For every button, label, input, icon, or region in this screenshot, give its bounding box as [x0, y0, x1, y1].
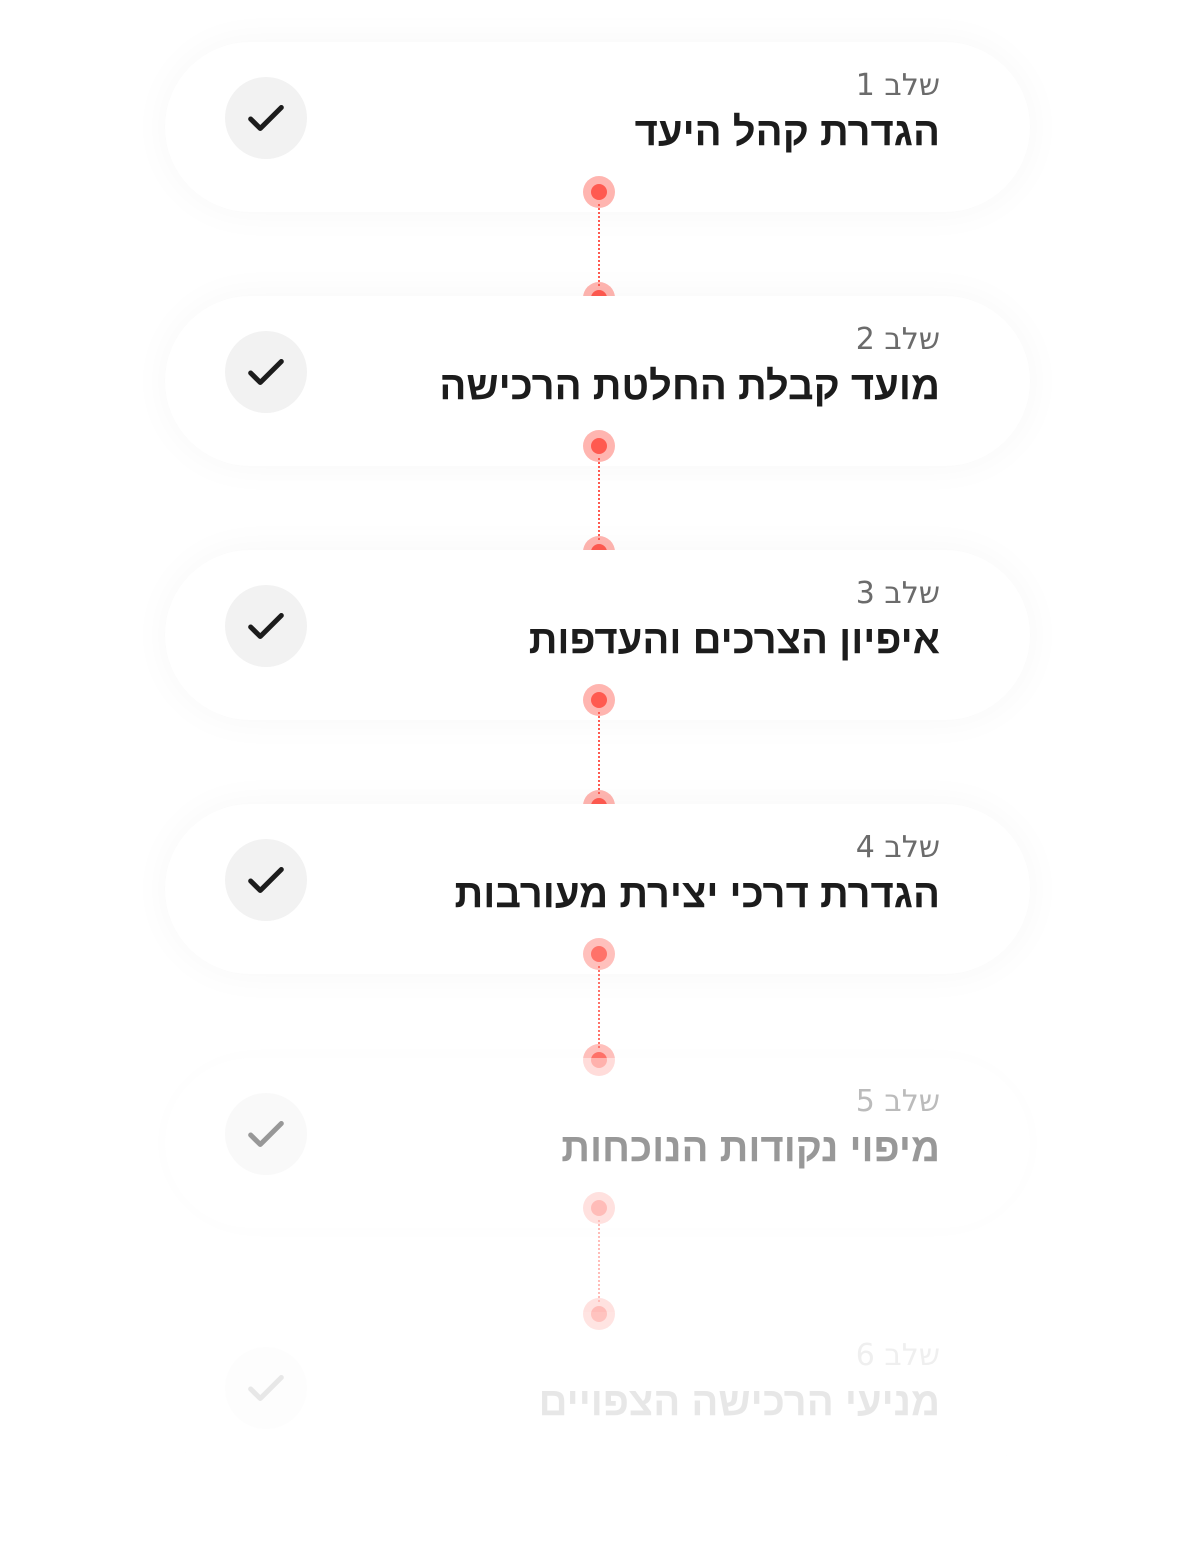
- step-label: שלב 6: [855, 1338, 940, 1373]
- step-label: שלב 2: [855, 322, 940, 357]
- connector-dot: [583, 430, 615, 462]
- step-connector: [583, 684, 615, 822]
- step-title: מניעי הרכישה הצפויים: [538, 1380, 940, 1424]
- connector-dot: [583, 1044, 615, 1076]
- step-label: שלב 4: [855, 830, 940, 865]
- check-icon: [225, 585, 307, 667]
- connector-dot: [583, 684, 615, 716]
- check-icon: [225, 1093, 307, 1175]
- step-card[interactable]: שלב 5 מיפוי נקודות הנוכחות: [165, 1058, 1030, 1228]
- step-card[interactable]: שלב 3 איפיון הצרכים והעדפות: [165, 550, 1030, 720]
- step-connector: [583, 176, 615, 314]
- step-title: מיפוי נקודות הנוכחות: [561, 1126, 940, 1170]
- connector-line: [598, 966, 600, 1048]
- connector-dot: [583, 1192, 615, 1224]
- step-label: שלב 3: [855, 576, 940, 611]
- connector-dot: [583, 176, 615, 208]
- check-icon: [225, 839, 307, 921]
- step-label: שלב 1: [855, 68, 940, 103]
- step-connector: [583, 430, 615, 568]
- connector-line: [598, 204, 600, 286]
- step-title: הגדרת דרכי יצירת מעורבות: [454, 872, 940, 916]
- connector-dot: [583, 938, 615, 970]
- step-title: הגדרת קהל היעד: [634, 110, 940, 154]
- check-icon: [225, 77, 307, 159]
- check-icon: [225, 1347, 307, 1429]
- step-title: מועד קבלת החלטת הרכישה: [439, 364, 940, 408]
- step-card[interactable]: שלב 1 הגדרת קהל היעד: [165, 42, 1030, 212]
- step-label: שלב 5: [855, 1084, 940, 1119]
- connector-line: [598, 712, 600, 794]
- connector-dot: [583, 1298, 615, 1330]
- step-connector: [583, 938, 615, 1076]
- step-card[interactable]: שלב 4 הגדרת דרכי יצירת מעורבות: [165, 804, 1030, 974]
- connector-line: [598, 1220, 600, 1302]
- connector-line: [598, 458, 600, 540]
- check-icon: [225, 331, 307, 413]
- step-card[interactable]: שלב 2 מועד קבלת החלטת הרכישה: [165, 296, 1030, 466]
- step-title: איפיון הצרכים והעדפות: [528, 618, 940, 662]
- step-card[interactable]: שלב 6 מניעי הרכישה הצפויים: [165, 1312, 1030, 1482]
- step-connector: [583, 1192, 615, 1330]
